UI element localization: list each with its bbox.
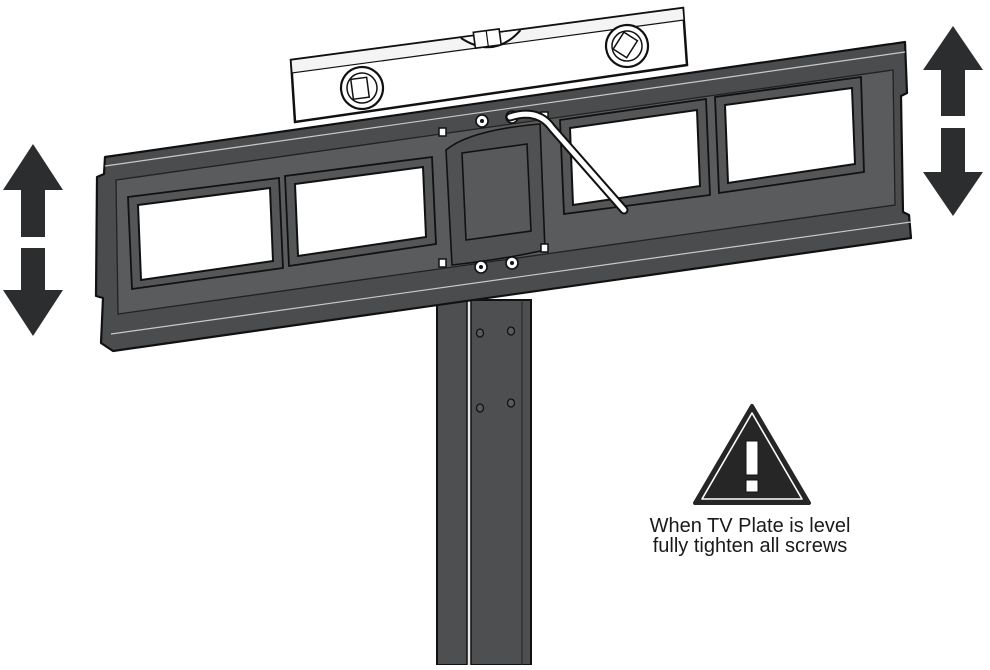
spirit-level-icon — [289, 6, 689, 124]
arrow-down-icon — [923, 128, 983, 216]
screw — [475, 114, 489, 128]
plate-window-left-outer — [127, 176, 284, 291]
arrow-up-icon — [923, 26, 983, 116]
tv-plate — [94, 40, 913, 353]
arrow-up-icon — [3, 144, 63, 237]
screw — [505, 256, 519, 270]
hex-key-icon — [505, 109, 629, 215]
screw — [474, 260, 488, 274]
instruction-line-2: fully tighten all screws — [652, 535, 848, 557]
plate-window-right-outer — [714, 75, 865, 195]
support-pole — [436, 299, 532, 666]
instruction-text: When TV Plate is level fully tighten all… — [600, 516, 900, 556]
warning-triangle-icon — [693, 404, 811, 505]
plate-window-left-inner — [284, 155, 437, 268]
arrow-down-icon — [3, 248, 63, 336]
instruction-line-1: When TV Plate is level — [649, 515, 851, 537]
